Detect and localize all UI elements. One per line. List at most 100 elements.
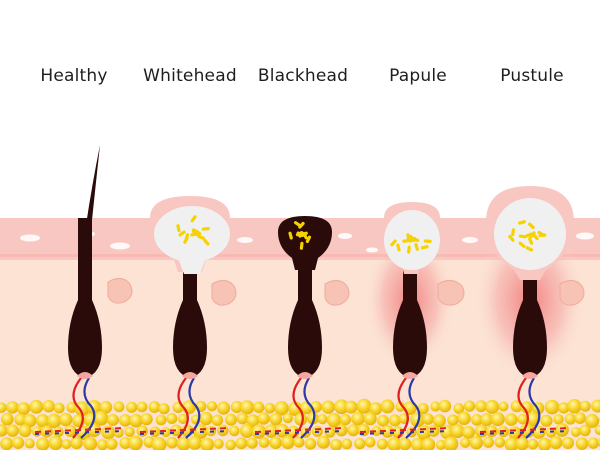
fat-cell: [574, 412, 586, 425]
fat-cell: [321, 400, 335, 414]
fat-cell: [257, 412, 270, 425]
whitehead-plug: [150, 196, 230, 274]
bacterium: [525, 246, 534, 252]
fat-cell: [160, 427, 171, 438]
fat-cell: [129, 413, 143, 428]
bacterium: [406, 245, 411, 254]
fat-cell: [200, 437, 215, 450]
bacterium: [299, 241, 304, 250]
fat-cell: [48, 435, 63, 450]
pustule-plug: [486, 186, 574, 280]
fat-cell: [553, 414, 564, 425]
bacterium: [305, 235, 312, 244]
fat-cell: [225, 439, 236, 450]
fat-cell: [316, 435, 330, 449]
fat-cell: [460, 437, 471, 448]
artery: [139, 427, 231, 433]
bacterium: [298, 221, 305, 229]
papule-plug: [384, 202, 440, 274]
fat-cell: [422, 413, 434, 425]
bacterium: [176, 224, 181, 233]
fat-cell: [155, 414, 167, 426]
fat-cell: [140, 412, 153, 426]
fat-cell: [371, 425, 382, 437]
fat-cell: [304, 437, 317, 450]
fat-cell: [0, 437, 14, 450]
fat-cell: [561, 436, 575, 450]
fat-cell: [457, 411, 471, 426]
fat-cell: [199, 411, 213, 426]
fat-cell: [236, 412, 249, 425]
fat-cell: [274, 401, 289, 416]
fat-cell: [306, 412, 319, 425]
fat-cell: [61, 439, 72, 450]
fat-cell: [417, 403, 429, 415]
fat-cell: [239, 423, 254, 438]
artery: [359, 427, 451, 433]
fat-cell: [126, 401, 138, 413]
fat-cell: [176, 436, 191, 450]
label-whitehead: Whitehead: [143, 66, 237, 86]
hair-shaft: [78, 145, 100, 295]
fat-cell: [398, 437, 412, 450]
fat-cell: [453, 403, 465, 414]
fat-cell: [124, 426, 135, 438]
fat-cell: [410, 437, 425, 450]
fat-cell: [6, 424, 19, 438]
fat-cell: [469, 436, 484, 450]
follicle-papule: [393, 262, 427, 378]
fat-cell: [364, 436, 376, 448]
fat-cell: [471, 413, 483, 426]
fat-cell: [282, 412, 293, 424]
fat-cell: [106, 413, 119, 426]
fat-cell: [587, 437, 600, 449]
bacterium: [191, 229, 200, 236]
dermal-papilla: [402, 372, 418, 379]
fat-cell: [326, 413, 342, 428]
fat-cell: [387, 436, 402, 450]
bacterium: [528, 222, 535, 230]
fat-cell: [24, 438, 35, 449]
fat-cell: [151, 437, 167, 450]
artery: [517, 377, 529, 439]
fat-cell: [421, 437, 436, 450]
fat-cell: [83, 436, 98, 450]
fat-cell: [575, 437, 589, 450]
artery: [72, 377, 84, 439]
fat-cell: [463, 400, 476, 412]
fat-cell: [36, 437, 50, 450]
fat-cell: [597, 437, 600, 447]
label-healthy: Healthy: [40, 66, 108, 86]
dermal-papilla: [77, 372, 93, 379]
bacterium: [197, 234, 205, 240]
bacterium: [402, 238, 411, 243]
fat-cell: [0, 402, 7, 413]
fat-cell: [148, 401, 161, 413]
fat-cell: [555, 423, 569, 437]
fat-cell: [216, 401, 231, 415]
bacterium: [409, 234, 415, 243]
artery: [177, 377, 189, 439]
bacterium: [518, 241, 526, 248]
follicle-healthy: [68, 262, 102, 378]
fat-cell: [17, 402, 31, 416]
bacterium: [190, 215, 197, 223]
fat-cell: [0, 424, 8, 437]
fat-cell: [377, 414, 390, 427]
fat-cell: [334, 399, 349, 415]
fat-cell: [166, 436, 178, 449]
fat-cell: [376, 438, 388, 450]
follicles: [68, 218, 547, 379]
bacterium: [518, 234, 527, 239]
bacterium: [390, 239, 397, 247]
fat-cell: [594, 424, 600, 436]
fat-cell: [591, 399, 600, 413]
bacterium: [423, 239, 432, 243]
bacterium: [396, 243, 401, 252]
fat-cell: [485, 399, 500, 414]
fat-cell: [230, 400, 243, 414]
bacterium: [508, 234, 515, 242]
bacterium: [528, 237, 534, 245]
fat-cell: [432, 414, 446, 428]
